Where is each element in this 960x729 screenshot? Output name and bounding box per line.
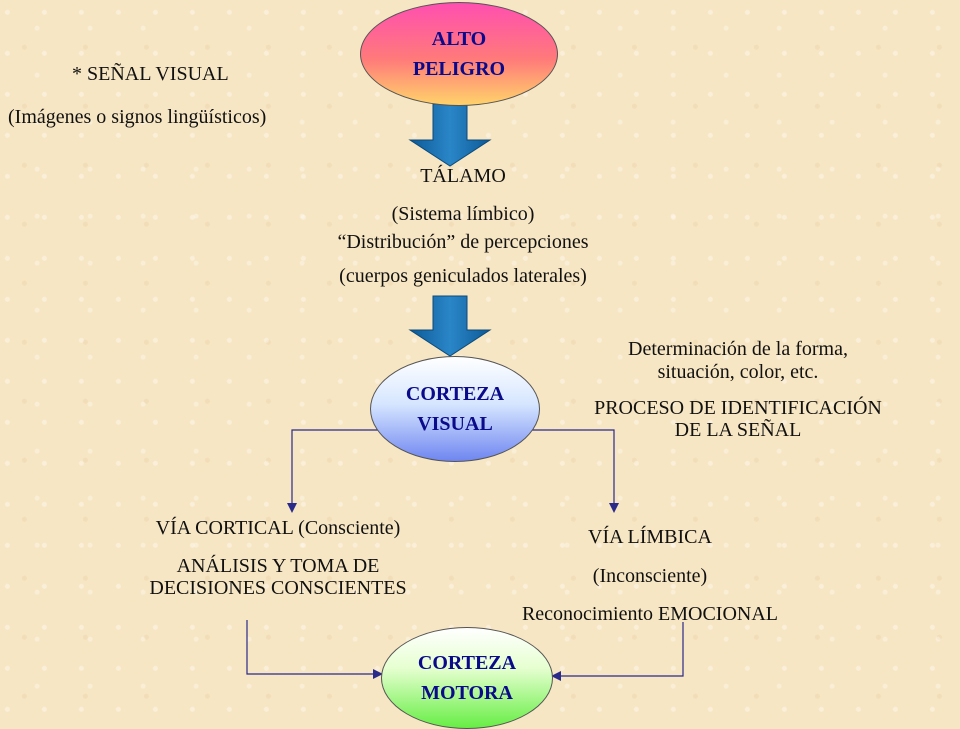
label-analisis-2: DECISIONES CONSCIENTES — [149, 577, 407, 599]
connector-to-via-limbica — [522, 429, 619, 513]
node-alto-peligro-line2: PELIGRO — [412, 58, 506, 80]
label-inconsciente: (Inconsciente) — [592, 565, 708, 587]
node-alto-peligro-line1: ALTO — [431, 28, 487, 50]
label-analisis-1: ANÁLISIS Y TOMA DE — [176, 555, 380, 577]
block-arrow-alto-to-talamo — [408, 103, 492, 167]
label-determinacion-2: situación, color, etc. — [657, 361, 819, 383]
node-corteza-motora: CORTEZA MOTORA — [381, 627, 553, 729]
connector-limbica-to-motora — [551, 622, 684, 681]
node-corteza-visual-line2: VISUAL — [417, 413, 493, 435]
node-corteza-motora-line2: MOTORA — [421, 682, 513, 704]
label-distribucion: “Distribución” de percepciones — [337, 231, 589, 253]
label-proceso-1: PROCESO DE IDENTIFICACIÓN — [594, 397, 882, 419]
node-corteza-visual-line1: CORTEZA — [405, 383, 505, 405]
node-corteza-visual: CORTEZA VISUAL — [370, 356, 540, 462]
label-determinacion-1: Determinación de la forma, — [628, 338, 848, 360]
label-talamo: TÁLAMO — [420, 165, 506, 187]
node-alto-peligro: ALTO PELIGRO — [360, 2, 558, 106]
label-imagenes: (Imágenes o signos lingüísticos) — [8, 106, 267, 128]
node-corteza-motora-line1: CORTEZA — [417, 652, 517, 674]
connector-to-via-cortical — [287, 429, 384, 513]
label-via-limbica: VÍA LÍMBICA — [588, 526, 712, 548]
label-senal-visual: * SEÑAL VISUAL — [72, 63, 229, 85]
label-sistema-limbico: (Sistema límbico) — [391, 203, 535, 225]
connector-cortical-to-motora — [246, 620, 383, 679]
label-via-cortical: VÍA CORTICAL (Consciente) — [155, 517, 401, 539]
label-proceso-2: DE LA SEÑAL — [674, 419, 802, 441]
label-cuerpos: (cuerpos geniculados laterales) — [339, 265, 587, 287]
block-arrow-to-corteza-visual — [408, 295, 492, 357]
label-reconocimiento: Reconocimiento EMOCIONAL — [521, 603, 779, 625]
